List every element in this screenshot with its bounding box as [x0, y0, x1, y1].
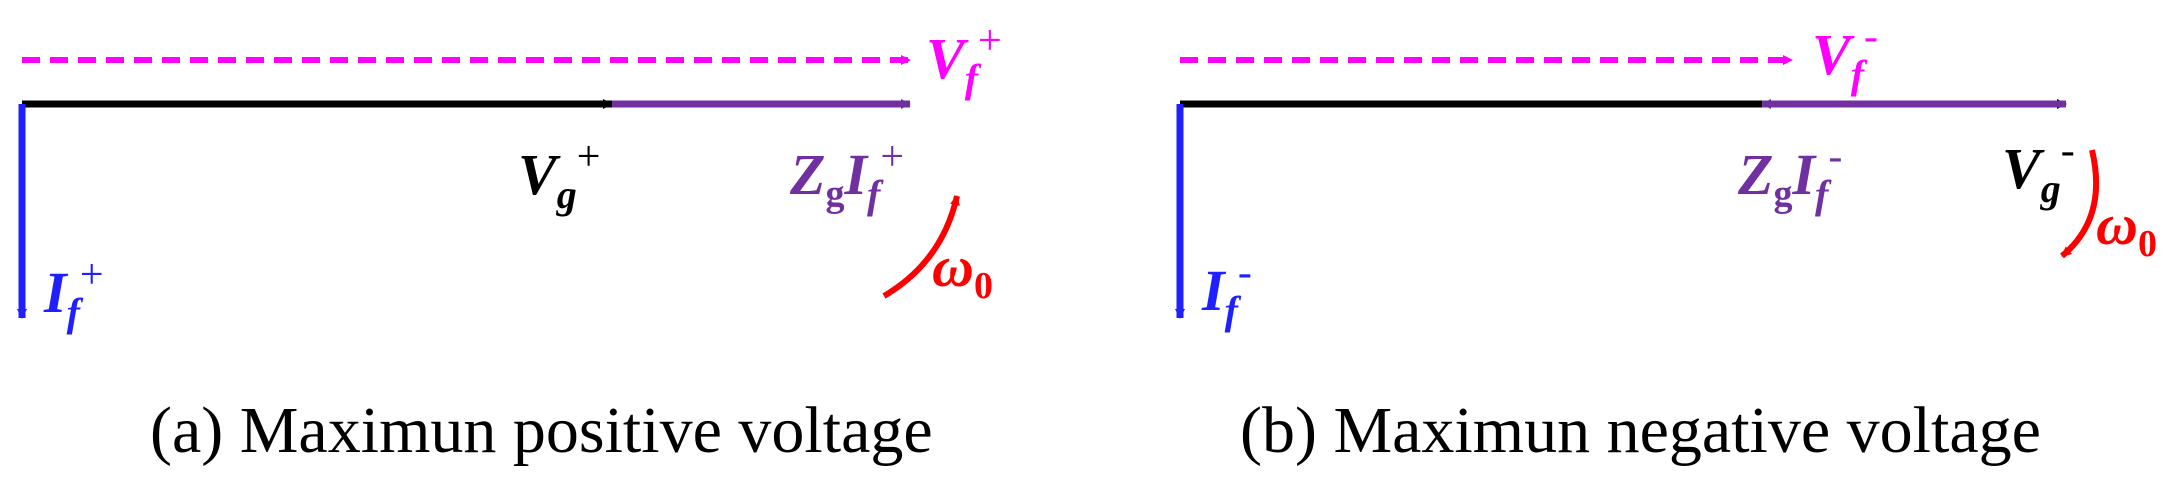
panel-b-diagram: [1175, 55, 2100, 319]
panel-b-caption: (b) Maximun negative voltage: [1240, 394, 2041, 467]
panel-a-zi-sup: +: [880, 134, 905, 180]
panel-a-zi-label: ZgIf+: [790, 136, 904, 215]
panel-b-if-sup: -: [1237, 250, 1252, 296]
panel-b-zi-zsub: g: [1773, 173, 1793, 215]
panel-b-vf-sub: f: [1850, 52, 1865, 97]
panel-a-omega-label: ω0: [932, 238, 993, 306]
panel-b-omega-base: ω: [2096, 192, 2138, 257]
panel-a-omega-rotation-arrow: [882, 195, 960, 299]
panel-a-vg-sup: +: [576, 134, 601, 180]
panel-a-omega-sub: 0: [973, 265, 993, 307]
panel-b-omega-sub: 0: [2137, 223, 2157, 265]
panel-b-zi-z: Z: [1738, 142, 1774, 207]
panel-b-zi-label: ZgIf-: [1738, 136, 1842, 215]
panel-b-zi-isub: f: [1815, 172, 1829, 217]
panel-b-vg-sup: -: [2060, 128, 2075, 174]
panel-a-diagram: [17, 55, 960, 319]
panel-b-vg-base: V: [2002, 136, 2041, 201]
panel-a-zi-z: Z: [790, 142, 826, 207]
panel-a-zi-isub: f: [867, 172, 881, 217]
panel-b-vg-sub: g: [2040, 166, 2061, 211]
panel-a-if-sub: f: [66, 290, 80, 335]
panel-b-zi-i: I: [1792, 142, 1816, 207]
panel-a-vf-label: Vf+: [926, 20, 1002, 99]
panel-a-vg-sub: g: [556, 172, 577, 217]
panel-b-vg-label: Vg-: [2002, 130, 2075, 209]
panel-a-vf-sub: f: [964, 56, 979, 101]
panel-a-vg-label: Vg+: [518, 136, 600, 215]
panel-a-if-sup: +: [79, 252, 104, 298]
panel-b-if-sub: f: [1224, 288, 1238, 333]
panel-a-if-label: If+: [44, 254, 104, 333]
panel-a-if-base: I: [44, 260, 67, 325]
panel-b-omega-rotation-arrow: [2060, 149, 2100, 259]
panel-b-vf-base: V: [1812, 22, 1851, 87]
panel-b-if-base: I: [1202, 258, 1225, 323]
panel-a-zi-i: I: [844, 142, 868, 207]
panel-a-vf-sup: +: [978, 18, 1002, 64]
panel-a-omega-base: ω: [932, 234, 974, 299]
panel-b-omega-label: ω0: [2096, 196, 2157, 264]
panel-a-caption: (a) Maximun positive voltage: [150, 394, 933, 467]
panel-b-if-label: If-: [1202, 252, 1252, 331]
panel-b-vf-label: Vf-: [1812, 16, 1878, 95]
panel-a-vf-base: V: [926, 26, 965, 91]
panel-a-vg-base: V: [518, 142, 557, 207]
panel-a-zi-zsub: g: [825, 173, 845, 215]
panel-b-vf-sup: -: [1864, 14, 1879, 60]
panel-b-zi-sup: -: [1828, 134, 1843, 180]
